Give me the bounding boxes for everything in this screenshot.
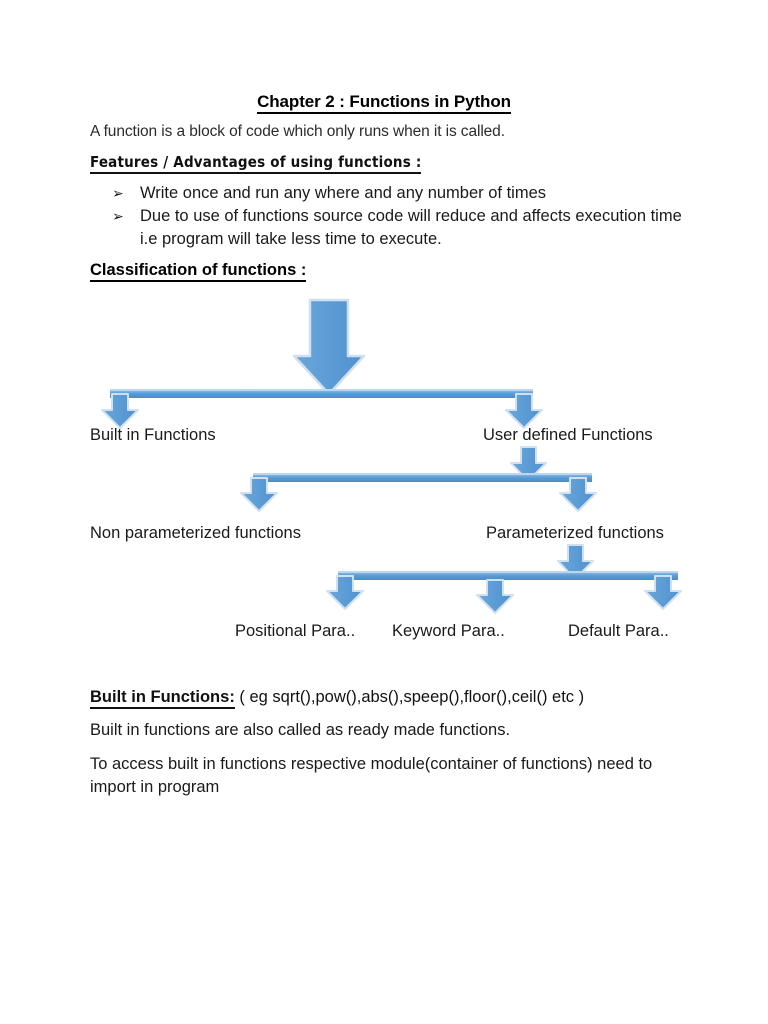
level1-connector-bar: [110, 389, 533, 398]
bullet-arrow-icon: ➢: [112, 208, 124, 224]
list-item-label: Due to use of functions source code will…: [140, 207, 682, 248]
node-parameterized-functions: Parameterized functions: [486, 524, 664, 542]
features-list: ➢ Write once and run any where and any n…: [112, 182, 692, 251]
list-item: ➢ Due to use of functions source code wi…: [112, 205, 692, 251]
paragraph-ready-made: Built in functions are also called as re…: [90, 721, 511, 739]
features-heading-text: Features / Advantages of using functions…: [90, 153, 422, 174]
level3-arrow-2-icon: [476, 579, 514, 614]
level2-feed-arrow-icon: [510, 446, 547, 482]
node-positional-para: Positional Para..: [235, 622, 356, 640]
node-built-in-functions: Built in Functions: [90, 426, 216, 444]
node-user-defined-functions: User defined Functions: [483, 426, 653, 444]
built-in-functions-heading: Built in Functions: ( eg sqrt(),pow(),ab…: [90, 688, 585, 709]
level3-feed-arrow-icon: [557, 544, 594, 580]
paragraph-import-module: To access built in functions respective …: [90, 755, 653, 796]
level1-left-down-arrow-icon: [101, 393, 139, 429]
level2-left-down-arrow-icon: [240, 477, 278, 512]
built-in-functions-label: Built in Functions:: [90, 688, 235, 709]
root-down-arrow-icon: [292, 298, 366, 396]
node-non-parameterized-functions: Non parameterized functions: [90, 524, 301, 542]
bullet-arrow-icon: ➢: [112, 185, 124, 201]
intro-sentence: A function is a block of code which only…: [90, 123, 505, 140]
level2-right-down-arrow-icon: [559, 477, 597, 512]
list-item-label: Write once and run any where and any num…: [140, 184, 546, 202]
node-keyword-para: Keyword Para..: [392, 622, 505, 640]
list-item: ➢ Write once and run any where and any n…: [112, 182, 692, 205]
built-in-functions-examples: ( eg sqrt(),pow(),abs(),speep(),floor(),…: [234, 688, 585, 706]
level3-arrow-3-icon: [644, 575, 682, 610]
features-heading: Features / Advantages of using functions…: [90, 153, 422, 174]
level2-connector-bar: [253, 473, 592, 482]
classification-heading-text: Classification of functions :: [90, 261, 307, 282]
node-default-para: Default Para..: [568, 622, 669, 640]
page-title-text: Chapter 2 : Functions in Python: [257, 92, 511, 114]
level3-connector-bar: [338, 571, 678, 580]
level3-arrow-1-icon: [326, 575, 364, 610]
page-title: Chapter 2 : Functions in Python: [0, 92, 768, 114]
level1-right-down-arrow-icon: [505, 393, 543, 429]
classification-heading: Classification of functions :: [90, 261, 307, 282]
